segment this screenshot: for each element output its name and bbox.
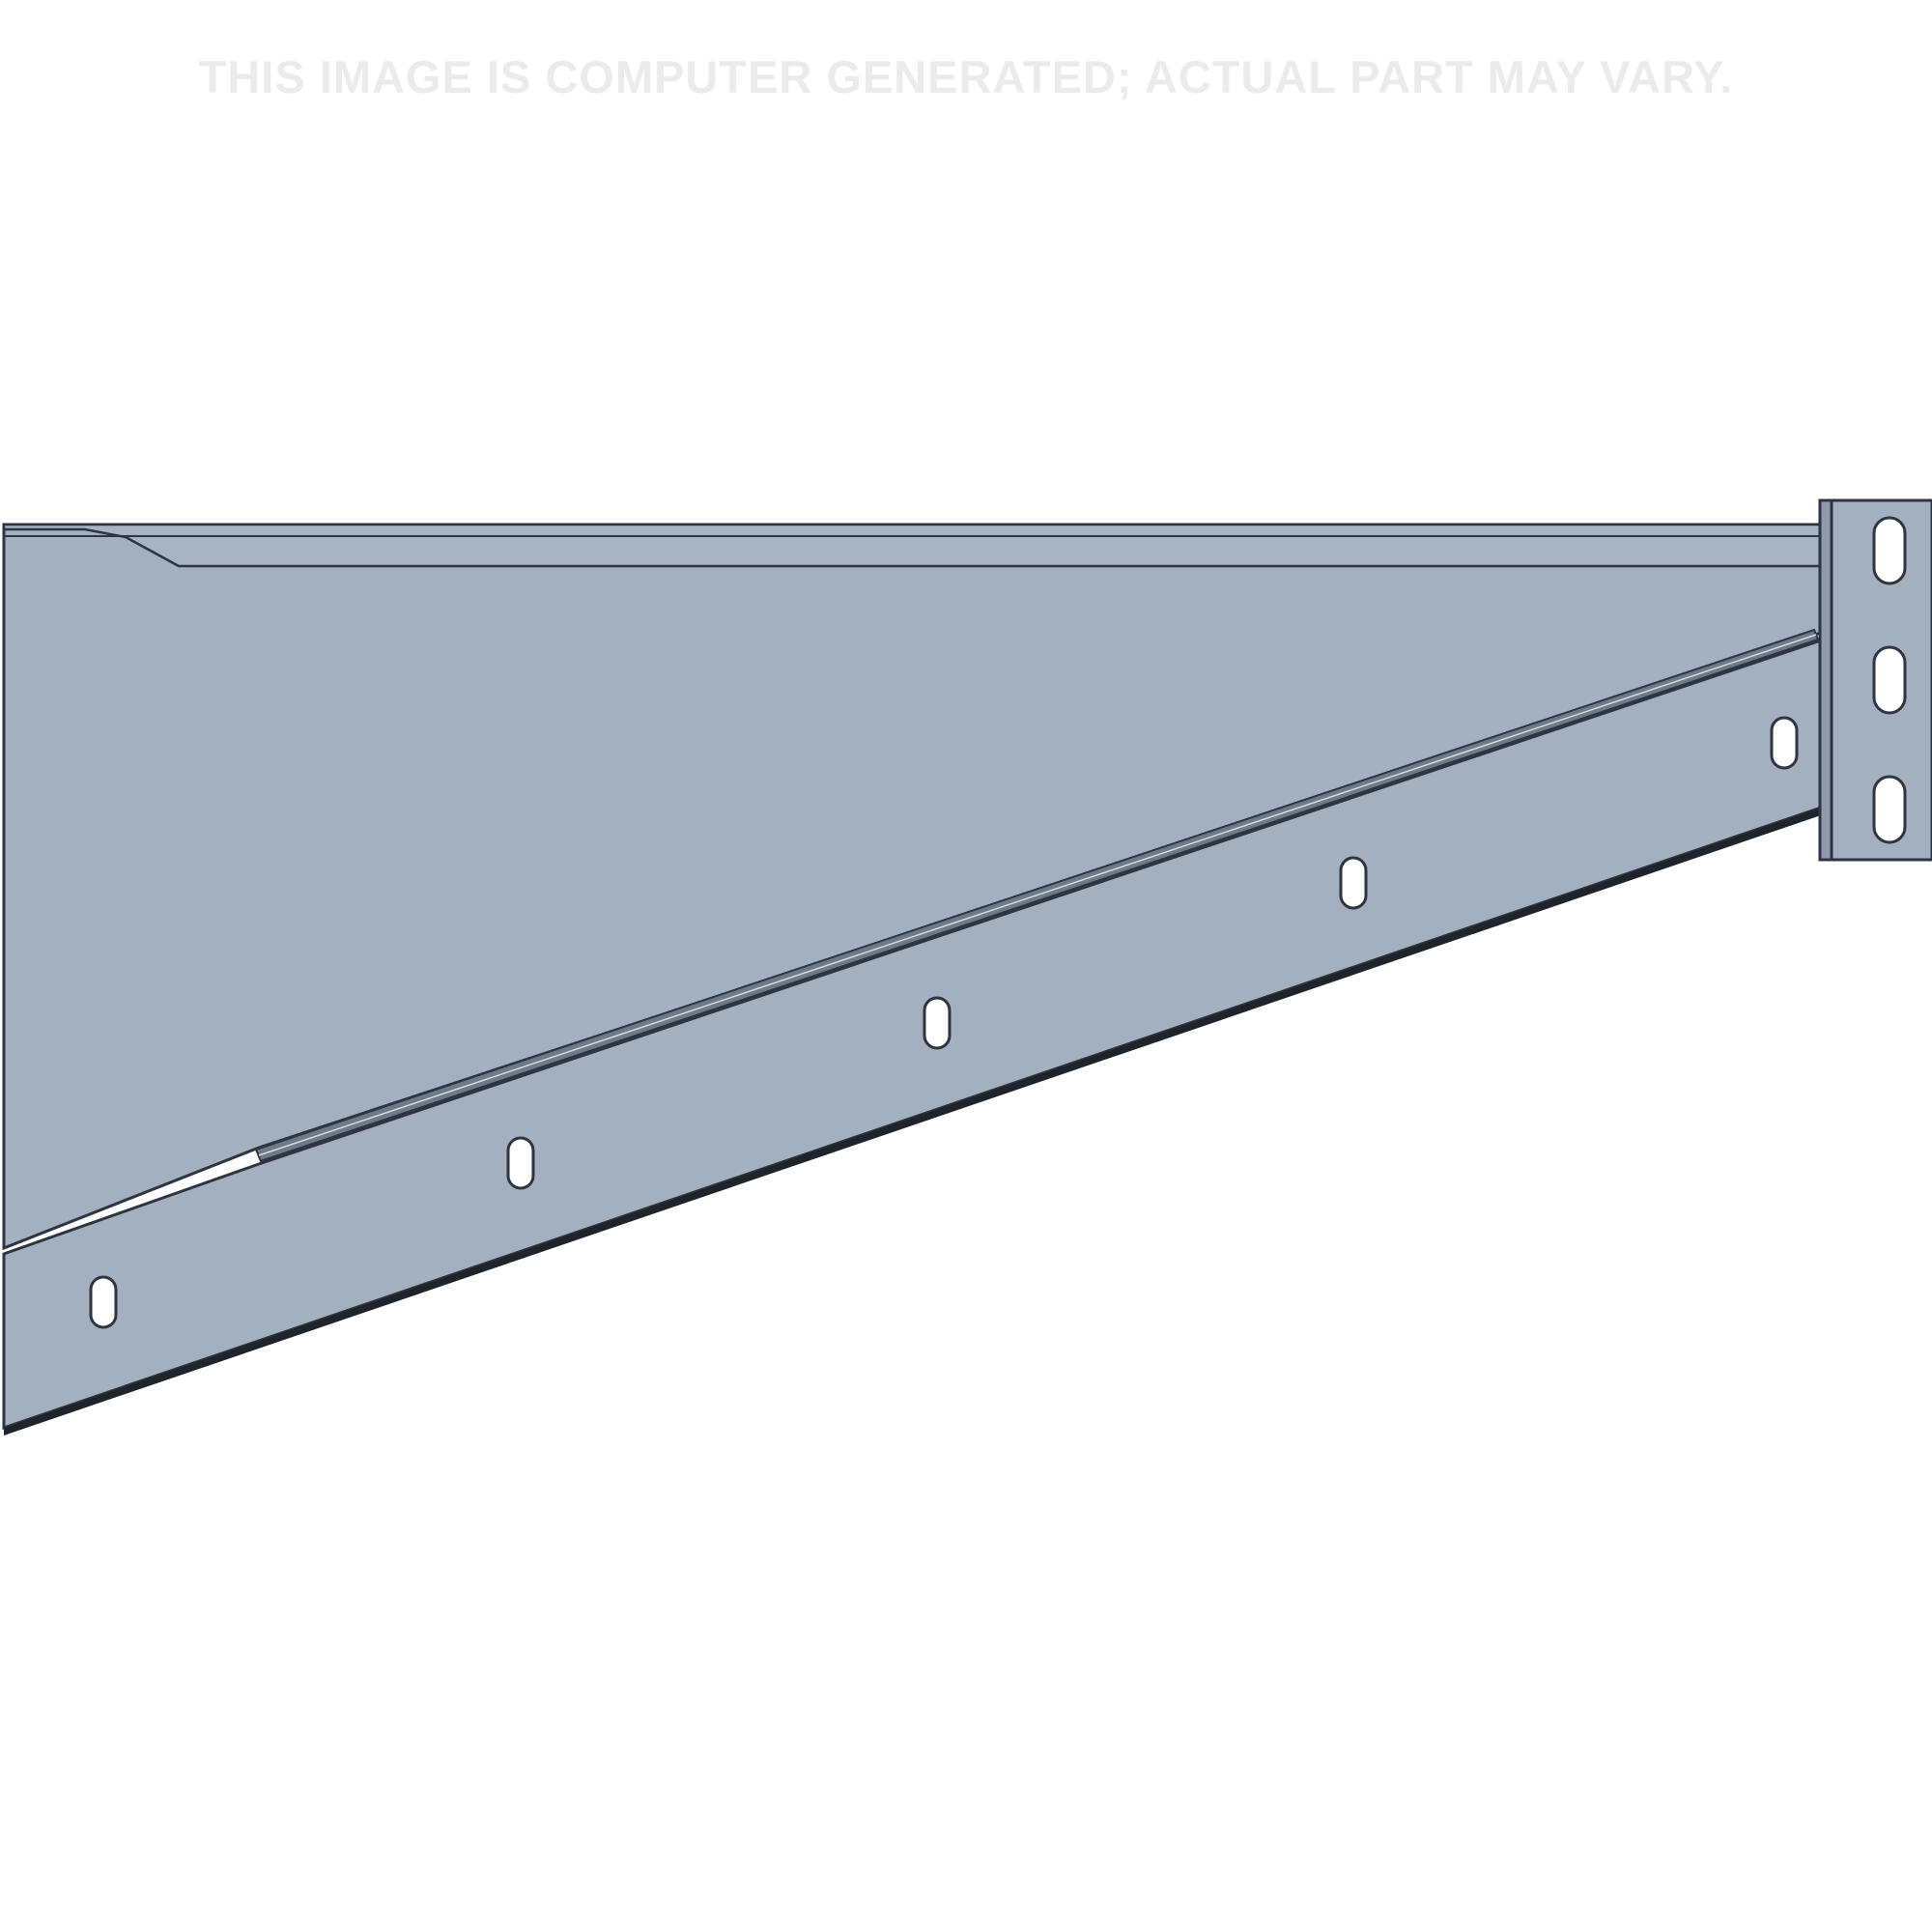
mount-plate [1818, 498, 1932, 862]
arm-top-flange [2, 523, 1823, 568]
rib-highlight [258, 634, 1817, 1156]
cantilever-arm [2, 523, 1823, 1435]
mount-plate-slot [1872, 645, 1907, 715]
mount-plate-slot [1872, 516, 1907, 585]
mount-plate-side [1818, 498, 1833, 862]
arm-slot [1339, 856, 1368, 910]
arm-slot [923, 996, 952, 1050]
mount-plate-slot [1872, 775, 1907, 844]
arm-slot [506, 1136, 535, 1190]
disclaimer-watermark: THIS IMAGE IS COMPUTER GENERATED; ACTUAL… [198, 51, 1734, 102]
arm-bottom-edge [4, 808, 1821, 1435]
arm-slot [89, 1275, 118, 1329]
arm-slot [1770, 716, 1799, 770]
